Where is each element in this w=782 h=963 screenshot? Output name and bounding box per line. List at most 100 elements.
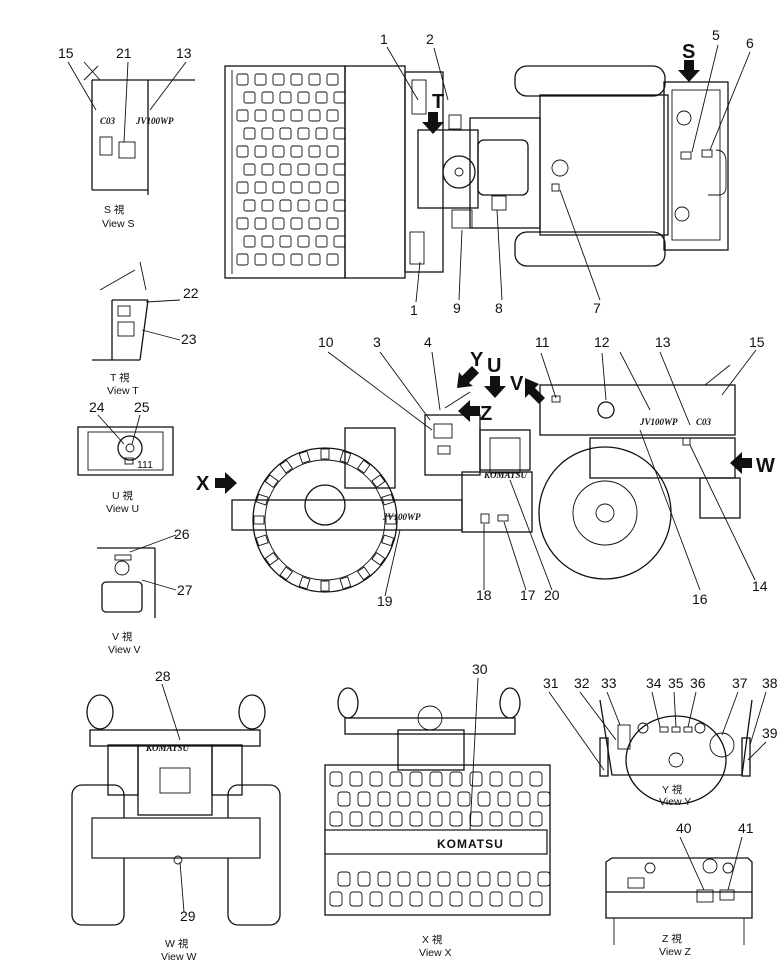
- tread-pad: [369, 811, 383, 827]
- tread-pad: [477, 871, 491, 887]
- tread-pad: [429, 891, 443, 907]
- tread-pad: [308, 145, 321, 158]
- tread-pad: [409, 811, 423, 827]
- callout-33: 33: [601, 675, 617, 691]
- tread-pad: [537, 791, 551, 807]
- tread-pad: [243, 235, 256, 248]
- leader-line: [579, 691, 617, 741]
- arrow-label-w: W: [756, 455, 775, 477]
- tread-pad: [457, 871, 471, 887]
- tread-pad: [377, 871, 391, 887]
- tread-pad: [297, 163, 310, 176]
- tread-pad: [356, 459, 371, 474]
- tread-pad: [236, 109, 249, 122]
- tread-pad: [333, 91, 346, 104]
- arrow-label-t: T: [432, 91, 444, 113]
- view-x-kanji: X 視: [422, 933, 443, 946]
- tread-pad: [255, 493, 269, 506]
- decal-model-view-s: JV100WP: [135, 116, 174, 126]
- tread-pad: [279, 91, 292, 104]
- tread-pad: [272, 253, 285, 266]
- arrow-s-icon: [678, 60, 700, 82]
- callout-16: 16: [692, 591, 708, 607]
- top-view-machine: [224, 65, 729, 279]
- tread-pad: [254, 217, 267, 230]
- tread-pad: [279, 459, 294, 474]
- callout-37: 37: [732, 675, 748, 691]
- leader-line: [496, 209, 503, 301]
- tread-pad: [326, 73, 339, 86]
- tread-pad: [297, 127, 310, 140]
- decal-model-drum: JV100WP: [382, 512, 421, 522]
- tread-pad: [333, 163, 346, 176]
- tread-pad: [449, 771, 463, 787]
- leader-line: [431, 351, 441, 411]
- arrow-label-x: X: [196, 473, 210, 495]
- callout-19: 19: [377, 593, 393, 609]
- tread-pad: [308, 109, 321, 122]
- tread-pad: [272, 217, 285, 230]
- leader-line: [141, 329, 181, 341]
- tread-pad: [320, 448, 330, 460]
- callout-17: 17: [520, 587, 536, 603]
- tread-pad: [537, 871, 551, 887]
- tread-pad: [337, 871, 351, 887]
- callout-3: 3: [373, 334, 381, 350]
- leader-line: [179, 861, 185, 913]
- tread-pad: [417, 791, 431, 807]
- tread-pad: [243, 199, 256, 212]
- tread-pad: [272, 145, 285, 158]
- tread-pad: [457, 791, 471, 807]
- tread-pad: [349, 891, 363, 907]
- callout-7: 7: [593, 300, 601, 316]
- view-z-label: View Z: [659, 946, 691, 958]
- tread-pad: [290, 109, 303, 122]
- decal-texts: JV100WP C03 JV100WP C03 JV100WP KOMATSU …: [100, 116, 712, 851]
- tread-pad: [315, 91, 328, 104]
- tread-pad: [254, 73, 267, 86]
- view-z-detail: [605, 857, 753, 945]
- leader-line: [379, 351, 431, 421]
- tread-pad: [349, 811, 363, 827]
- tread-pad: [264, 551, 279, 566]
- callout-41: 41: [738, 820, 754, 836]
- view-w-detail: [71, 694, 281, 926]
- callout-28: 28: [155, 668, 171, 684]
- leader-line: [433, 47, 449, 101]
- leader-line: [687, 691, 697, 728]
- tread-pad: [417, 871, 431, 887]
- arrow-w-icon: [730, 452, 752, 474]
- leader-line: [386, 46, 419, 101]
- tread-pad: [437, 871, 451, 887]
- view-u-detail: [77, 426, 174, 476]
- callout-38: 38: [762, 675, 778, 691]
- tread-pad: [329, 891, 343, 907]
- tread-pad: [243, 91, 256, 104]
- leader-line: [540, 352, 557, 399]
- tread-pad: [469, 811, 483, 827]
- leader-line: [721, 349, 757, 396]
- callout-31: 31: [543, 675, 559, 691]
- view-u-kanji: U 視: [112, 489, 134, 502]
- leader-line: [679, 836, 705, 891]
- leader-line: [123, 61, 129, 143]
- tread-pad: [469, 771, 483, 787]
- tread-pad: [315, 199, 328, 212]
- callout-22: 22: [183, 285, 199, 301]
- tread-pad: [333, 199, 346, 212]
- tread-pad: [290, 253, 303, 266]
- tread-pad: [339, 450, 352, 464]
- callout-15b: 15: [749, 334, 765, 350]
- callout-40: 40: [676, 820, 692, 836]
- tread-pad: [243, 163, 256, 176]
- tread-pad: [243, 127, 256, 140]
- arrow-label-s: S: [682, 41, 695, 63]
- view-s-detail: [83, 61, 195, 195]
- callout-5: 5: [712, 27, 720, 43]
- tread-pad: [329, 771, 343, 787]
- tread-pad: [261, 163, 274, 176]
- tread-pad: [339, 576, 352, 590]
- tread-pad: [517, 871, 531, 887]
- tread-pad: [236, 181, 249, 194]
- callout-24: 24: [89, 399, 105, 415]
